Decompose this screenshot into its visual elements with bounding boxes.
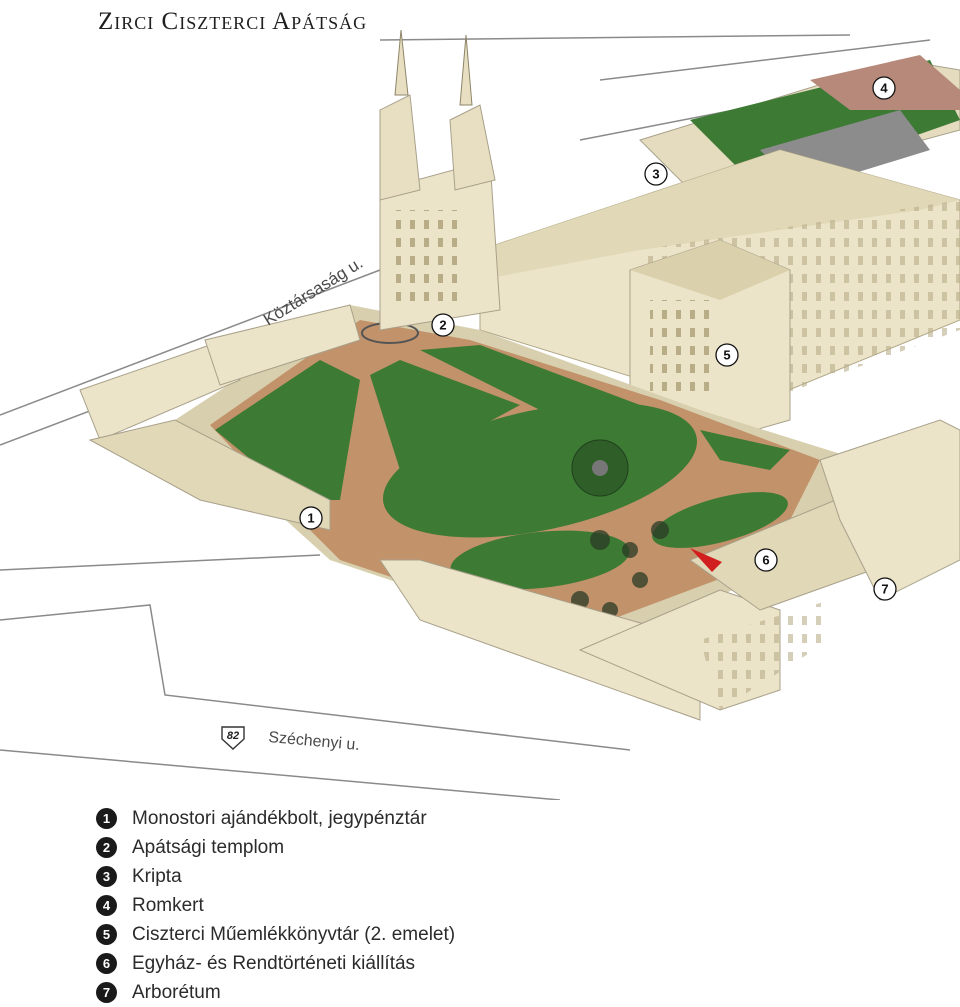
church-building: [379, 29, 501, 331]
route-shield-icon: 82: [221, 726, 245, 750]
marker-6[interactable]: 6: [754, 548, 778, 572]
svg-text:2: 2: [439, 318, 446, 333]
svg-text:7: 7: [881, 582, 888, 597]
library-building: [629, 239, 791, 441]
svg-text:1: 1: [307, 511, 314, 526]
courtyard: [175, 305, 860, 640]
perimeter-buildings: [79, 304, 960, 721]
marker-4[interactable]: 4: [872, 76, 896, 100]
map-title: Zirci Ciszterci Apátság: [98, 8, 368, 35]
svg-text:5: 5: [723, 348, 730, 363]
svg-text:3: 3: [652, 167, 659, 182]
marker-2[interactable]: 2: [431, 313, 455, 337]
abbey-map: Köztársaság u. 82 Széchenyi u. 1 2 3 4 5…: [0, 29, 960, 800]
marker-1[interactable]: 1: [299, 506, 323, 530]
marker-3[interactable]: 3: [644, 162, 668, 186]
marker-7[interactable]: 7: [873, 577, 897, 601]
street-label-szechenyi: Széchenyi u.: [268, 729, 361, 754]
route-number: 82: [227, 730, 239, 742]
svg-text:6: 6: [762, 553, 769, 568]
red-arrow-icon: [690, 548, 722, 572]
svg-text:4: 4: [880, 81, 888, 96]
marker-5[interactable]: 5: [715, 343, 739, 367]
